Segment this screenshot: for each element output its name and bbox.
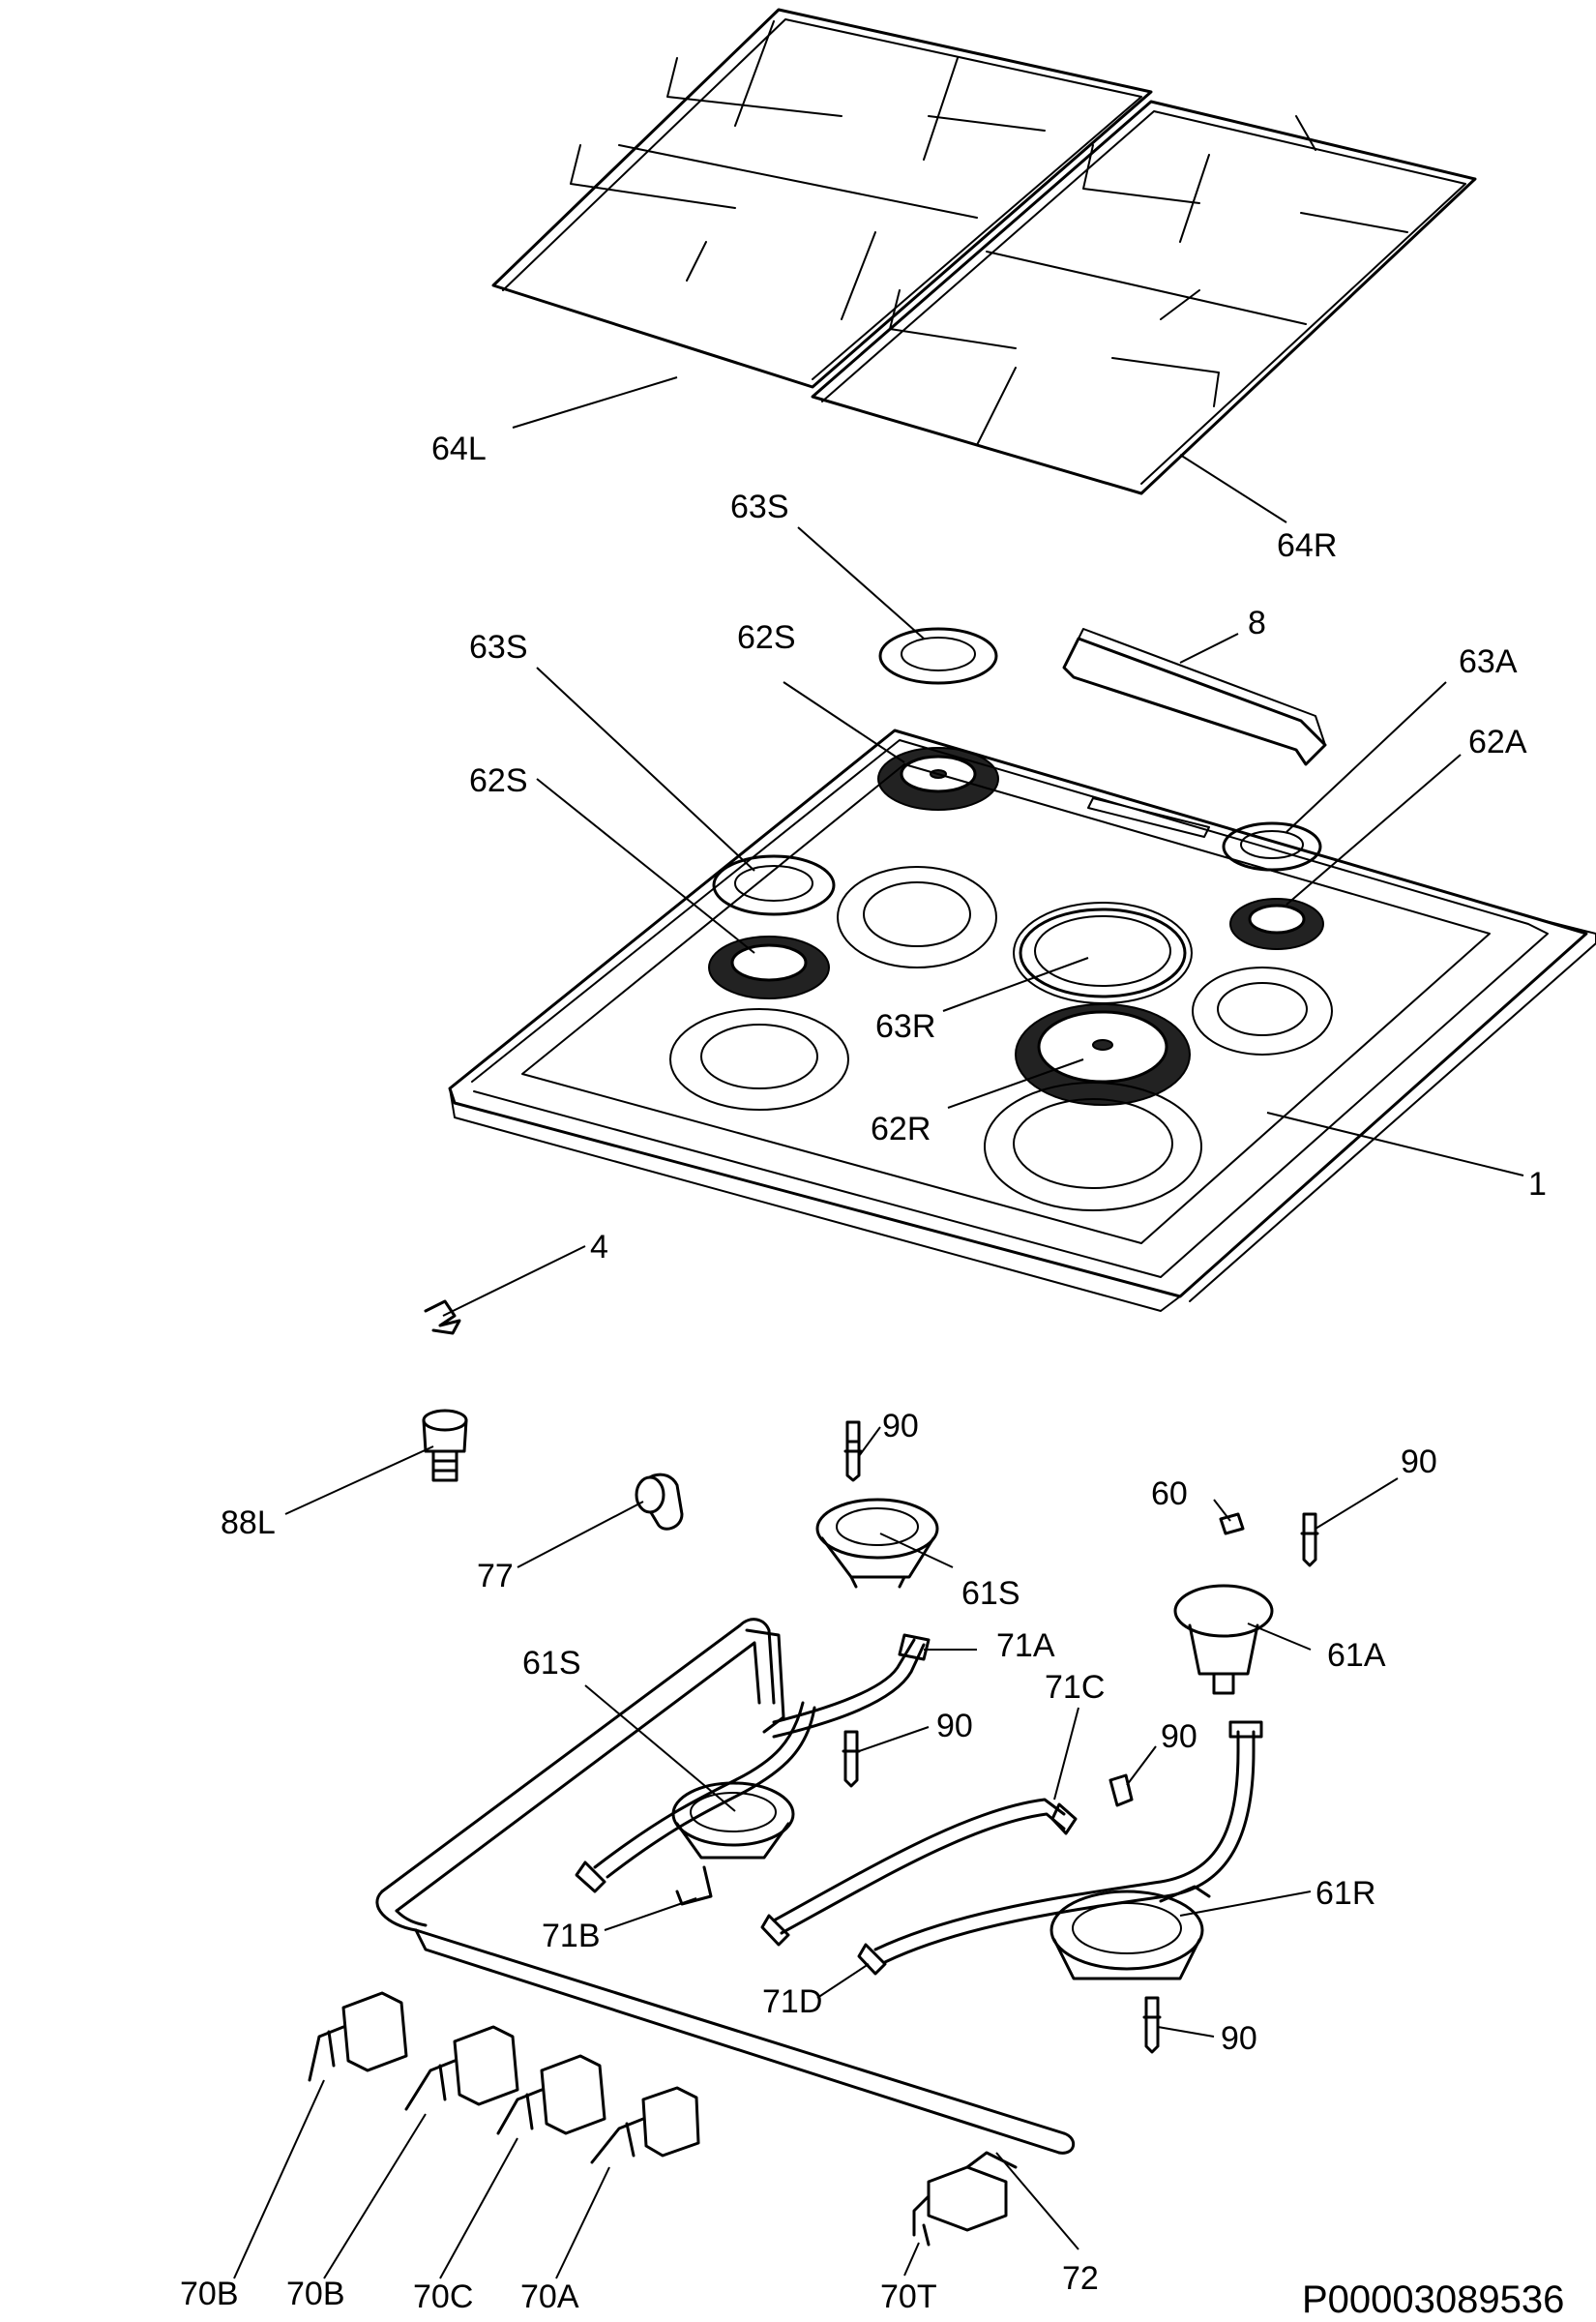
- label-gas-valve-4: 70A: [520, 2278, 579, 2315]
- label-burner-cap-rapid: 63R: [875, 1008, 935, 1045]
- label-burner-body-left: 61S: [522, 1645, 581, 1682]
- burner-cap-back: [878, 627, 998, 685]
- thermocouple-back: [843, 1420, 863, 1482]
- thermocouple-small: [1108, 1773, 1134, 1807]
- burner-body-back: [815, 1498, 939, 1589]
- label-manifold: 72: [1062, 2260, 1099, 2297]
- burner-cap-left: [712, 854, 836, 916]
- document-id: P00003089536: [1302, 2278, 1564, 2321]
- clip: [424, 1299, 461, 1335]
- label-burner-crown-back: 62S: [737, 619, 796, 656]
- label-handle: 8: [1248, 605, 1266, 641]
- label-burner-body-rapid: 61R: [1315, 1875, 1375, 1912]
- label-burner-cap-aux: 63A: [1459, 643, 1518, 680]
- label-gas-tube-b: 71B: [542, 1918, 601, 1954]
- burner-body-left: [671, 1781, 795, 1860]
- label-elbow-fitting: 77: [477, 1558, 514, 1594]
- gas-valve-3: [496, 2054, 606, 2135]
- burner-body-aux: [1173, 1584, 1274, 1695]
- label-thermocouple-mid: 90: [936, 1708, 973, 1744]
- pan-support-left: [491, 8, 1153, 389]
- burner-crown-aux: [1229, 898, 1324, 950]
- thermocouple-mid: [842, 1730, 861, 1788]
- label-burner-crown-aux: 62A: [1468, 724, 1527, 760]
- label-burner-body-aux: 61A: [1327, 1637, 1386, 1674]
- label-burner-body-back: 61S: [961, 1575, 1020, 1612]
- handle: [1062, 628, 1327, 766]
- gas-valve-2: [404, 2025, 519, 2111]
- pan-support-right: [811, 100, 1477, 495]
- burner-cap-rapid: [1019, 908, 1187, 998]
- label-gas-connector: 88L: [221, 1504, 276, 1541]
- thermocouple-rapid: [1142, 1996, 1162, 2054]
- gas-tube-a: [772, 1633, 931, 1739]
- burner-crown-back: [877, 747, 999, 811]
- label-hob-top: 1: [1528, 1166, 1547, 1203]
- label-gas-tube-d: 71D: [762, 1983, 822, 2020]
- label-pan-support-left: 64L: [431, 431, 487, 467]
- label-gas-tube-c: 71C: [1045, 1669, 1105, 1706]
- label-clip: 4: [590, 1229, 608, 1265]
- label-thermocouple-back: 90: [882, 1408, 919, 1444]
- label-gas-valve-1: 70B: [180, 2276, 239, 2312]
- label-thermocouple-right: 90: [1401, 1444, 1437, 1480]
- gas-connector: [422, 1409, 468, 1482]
- callout-labels: 64L 64R 63S 62S 8 63S 63A 62A 62S 63R 62…: [180, 431, 1564, 2321]
- manifold: [375, 1618, 1075, 2155]
- elbow-fitting: [635, 1473, 684, 1531]
- gas-tube-d: [675, 1720, 1263, 1976]
- label-gas-tube-a: 71A: [996, 1627, 1055, 1664]
- thermocouple-right: [1300, 1512, 1319, 1567]
- hob-top: [448, 729, 1596, 1312]
- label-thermocouple-small: 90: [1161, 1718, 1197, 1755]
- label-burner-cap-left: 63S: [469, 629, 528, 666]
- label-burner-cap-back: 63S: [730, 489, 789, 525]
- label-burner-crown-left: 62S: [469, 762, 528, 799]
- label-pan-support-right: 64R: [1277, 527, 1337, 564]
- label-nut: 60: [1151, 1475, 1188, 1512]
- gas-tube-b: [575, 1701, 816, 1893]
- gas-tube-c: [760, 1798, 1078, 1947]
- gas-valve-1: [308, 1991, 408, 2082]
- nut: [1219, 1512, 1245, 1535]
- label-thermostatic-valve: 70T: [880, 2278, 937, 2315]
- label-gas-valve-3: 70C: [413, 2278, 473, 2315]
- thermostatic-valve: [912, 2151, 1018, 2247]
- leader-lines: [233, 376, 1524, 2279]
- burner-crown-left: [708, 936, 830, 999]
- gas-valve-4: [590, 2086, 700, 2164]
- label-burner-crown-rapid: 62R: [871, 1111, 931, 1147]
- label-gas-valve-2: 70B: [286, 2276, 345, 2312]
- label-thermocouple-rapid: 90: [1221, 2020, 1257, 2057]
